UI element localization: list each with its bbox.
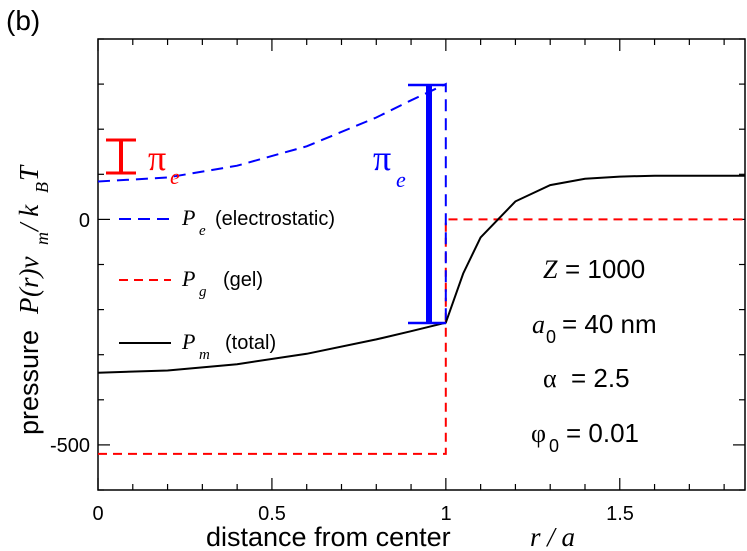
red-pi-subscript: e [170, 164, 180, 189]
y-tick-labels: 0 -500 [50, 210, 90, 457]
legend-label: (electrostatic) [215, 208, 335, 230]
x-tick-label: 1 [440, 503, 451, 525]
y-axis-label-k: / k [14, 204, 44, 233]
y-axis-label: pressure P (r)v m / k B T [14, 164, 52, 435]
plot-frame [97, 38, 746, 491]
legend-item-total: P m (total) [119, 329, 276, 363]
legend-symbol: P [181, 205, 195, 230]
red-pi-bracket [106, 138, 136, 175]
panel-label: (b) [6, 5, 40, 36]
x-axis-label: distance from center r / a [206, 522, 575, 551]
legend-item-electrostatic: P e (electrostatic) [119, 205, 335, 239]
param-alpha-symbol: α [543, 364, 557, 393]
legend-label: (total) [225, 332, 276, 354]
series-gel-line [98, 218, 745, 455]
x-axis-label-variable: r / a [530, 522, 575, 551]
y-axis-label-T: T [14, 164, 44, 181]
blue-pi-symbol: π [373, 138, 391, 178]
axis-ticks [97, 38, 745, 491]
legend-symbol: P [181, 266, 195, 291]
param-a-value: = 40 nm [562, 309, 657, 339]
legend-subscript: g [199, 284, 207, 300]
param-z-symbol: Z [543, 255, 558, 284]
x-tick-labels: 0 0.5 1 1.5 [92, 503, 633, 525]
x-tick-label: 0 [92, 503, 103, 525]
x-tick-label: 0.5 [258, 503, 286, 525]
y-axis-label-P: P [14, 298, 44, 316]
y-tick-label: -500 [50, 435, 90, 457]
x-axis-label-text: distance from center [206, 522, 451, 551]
legend: P e (electrostatic) P g (gel) P m (total… [119, 205, 335, 363]
parameter-list: Z = 1000 a 0 = 40 nm α = 2.5 φ 0 = 0.01 [531, 254, 657, 456]
legend-label: (gel) [223, 269, 263, 291]
legend-symbol: P [181, 329, 195, 354]
y-tick-label: 0 [79, 210, 90, 232]
param-phi-subscript: 0 [549, 436, 559, 456]
param-phi-value: = 0.01 [566, 418, 639, 448]
param-z-value: = 1000 [565, 254, 645, 284]
y-axis-label-m: m [32, 232, 52, 245]
y-axis-label-B: B [32, 182, 52, 193]
blue-pi-bracket [408, 83, 446, 325]
x-tick-label: 1.5 [606, 503, 634, 525]
legend-item-gel: P g (gel) [119, 266, 263, 300]
series-total-line [97, 174, 745, 374]
param-a-symbol: a [532, 310, 545, 339]
legend-subscript: m [199, 347, 210, 363]
series-electrostatic-line [97, 82, 447, 323]
blue-pi-subscript: e [396, 167, 406, 192]
legend-subscript: e [199, 223, 206, 239]
red-pi-symbol: π [148, 138, 166, 178]
y-axis-label-rv: (r)v [14, 257, 44, 297]
y-axis-label-text: pressure [14, 330, 44, 435]
param-a-subscript: 0 [546, 327, 556, 347]
param-alpha-value: = 2.5 [571, 363, 630, 393]
param-phi-symbol: φ [531, 419, 546, 448]
